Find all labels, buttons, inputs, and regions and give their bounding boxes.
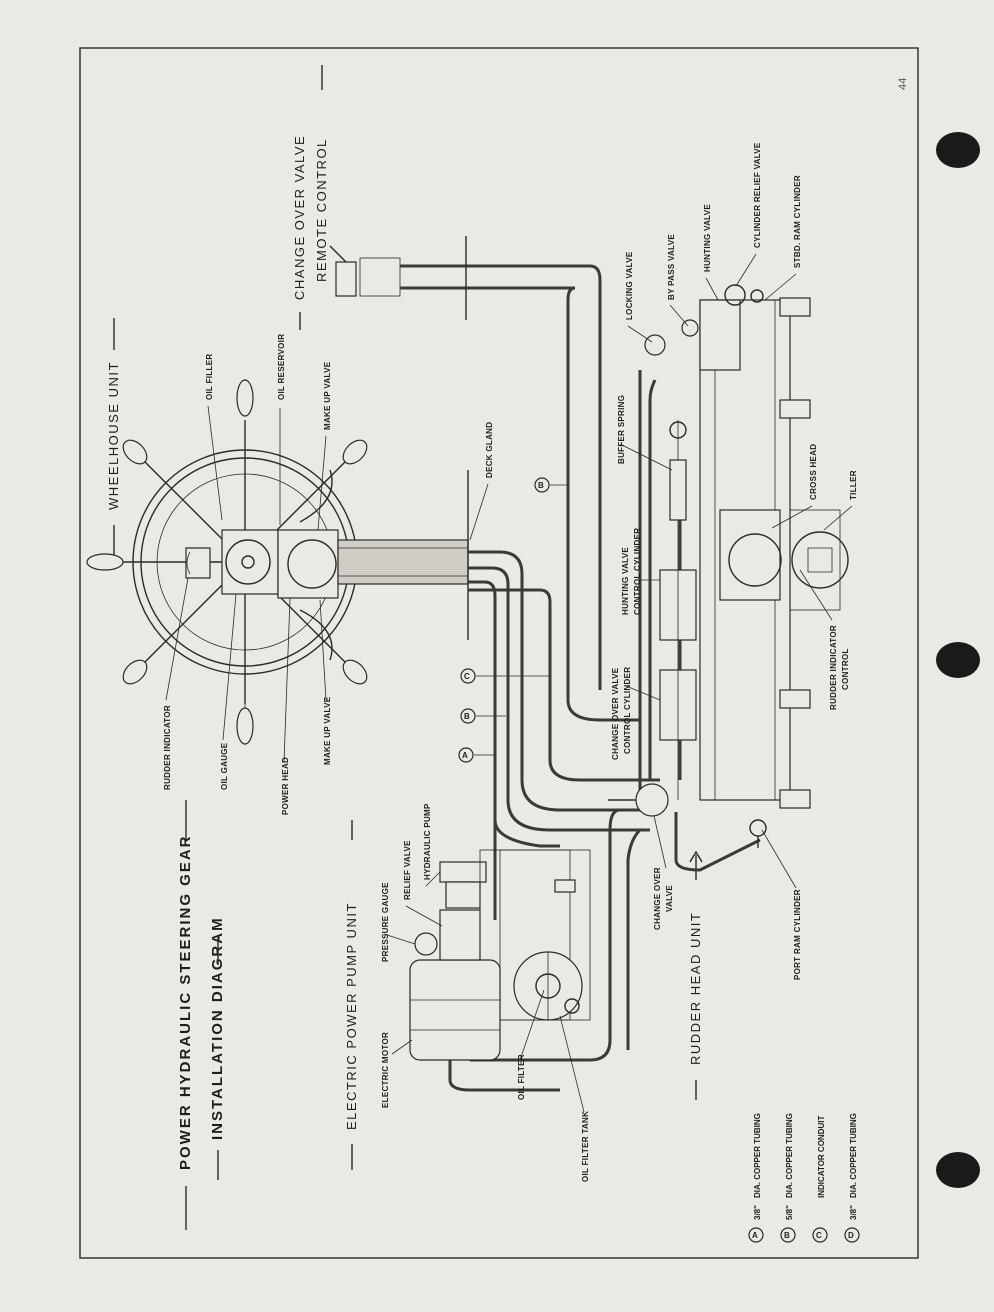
heading-change-over-line1: CHANGE OVER VALVE bbox=[292, 135, 307, 300]
label-pressure-gauge: PRESSURE GAUGE bbox=[381, 882, 390, 962]
border-frame bbox=[79, 47, 919, 1259]
label-tiller: TILLER bbox=[849, 470, 858, 500]
heading-change-over-line2: REMOTE CONTROL bbox=[314, 138, 329, 282]
svg-text:C: C bbox=[816, 1231, 822, 1240]
svg-text:DIA. COPPER TUBING: DIA. COPPER TUBING bbox=[849, 1113, 858, 1198]
label-oil-reservoir: OIL RESERVOIR bbox=[277, 334, 286, 400]
electric-power-pump bbox=[409, 849, 591, 1061]
title-block: POWER HYDRAULIC STEERING GEAR INSTALLATI… bbox=[177, 800, 226, 1230]
label-rudder-indicator-control-2: CONTROL bbox=[841, 648, 850, 690]
legend-item-a: A 3/8" DIA. COPPER TUBING bbox=[748, 1113, 764, 1243]
wheelhouse-pipes bbox=[337, 470, 469, 640]
svg-text:DIA. COPPER TUBING: DIA. COPPER TUBING bbox=[785, 1113, 794, 1198]
svg-text:3/8": 3/8" bbox=[849, 1205, 858, 1220]
label-stbd-ram-cylinder: STBD. RAM CYLINDER bbox=[793, 175, 802, 268]
label-make-up-valve-bottom: MAKE UP VALVE bbox=[323, 696, 332, 765]
heading-rudder-head-unit: RUDDER HEAD UNIT bbox=[688, 912, 703, 1065]
label-cross-head: CROSS HEAD bbox=[809, 444, 818, 500]
legend-item-d: D 3/8" DIA. COPPER TUBING bbox=[844, 1113, 860, 1243]
svg-text:3/8": 3/8" bbox=[753, 1205, 762, 1220]
label-rudder-indicator: RUDDER INDICATOR bbox=[163, 705, 172, 790]
svg-text:B: B bbox=[784, 1231, 790, 1240]
binder-holes bbox=[936, 132, 980, 1188]
label-oil-filter: OIL FILTER bbox=[517, 1054, 526, 1100]
label-change-over-valve-2: VALVE bbox=[665, 885, 674, 912]
label-electric-motor: ELECTRIC MOTOR bbox=[381, 1032, 390, 1108]
steering-wheel bbox=[86, 379, 368, 745]
svg-text:A: A bbox=[752, 1231, 758, 1240]
label-deck-gland: DECK GLAND bbox=[485, 422, 494, 478]
label-hydraulic-pump: HYDRAULIC PUMP bbox=[423, 803, 432, 880]
label-change-over-control-2: CONTROL CYLINDER bbox=[623, 667, 632, 754]
svg-text:DIA. COPPER TUBING: DIA. COPPER TUBING bbox=[753, 1113, 762, 1198]
title-line1: POWER HYDRAULIC STEERING GEAR bbox=[177, 834, 194, 1170]
heading-wheelhouse-unit: WHEELHOUSE UNIT bbox=[106, 361, 121, 510]
label-change-over-control-1: CHANGE OVER VALVE bbox=[611, 667, 620, 760]
tag-a: A bbox=[462, 751, 468, 760]
change-over-remote-control bbox=[329, 236, 590, 320]
heading-electric-power-pump-unit: ELECTRIC POWER PUMP UNIT bbox=[344, 902, 359, 1130]
part-labels: OIL FILLER OIL RESERVOIR MAKE UP VALVE R… bbox=[163, 142, 858, 1182]
page-number: 44 bbox=[897, 78, 909, 90]
tag-c: C bbox=[464, 672, 470, 681]
title-line2: INSTALLATION DIAGRAM bbox=[209, 916, 226, 1140]
label-oil-filter-tank: OIL FILTER TANK bbox=[581, 1111, 590, 1182]
legend: A 3/8" DIA. COPPER TUBING B 5/8" DIA. CO… bbox=[748, 1113, 860, 1243]
label-locking-valve: LOCKING VALVE bbox=[625, 251, 634, 320]
label-oil-filler: OIL FILLER bbox=[205, 354, 214, 400]
label-cylinder-relief-valve: CYLINDER RELIEF VALVE bbox=[753, 142, 762, 248]
label-relief-valve: RELIEF VALVE bbox=[403, 840, 412, 900]
label-make-up-valve-top: MAKE UP VALVE bbox=[323, 361, 332, 430]
label-oil-gauge: OIL GAUGE bbox=[220, 742, 229, 790]
label-by-pass-valve: BY PASS VALVE bbox=[667, 234, 676, 300]
legend-item-c: C INDICATOR CONDUIT bbox=[812, 1116, 828, 1243]
label-power-head: POWER HEAD bbox=[281, 757, 290, 815]
svg-text:INDICATOR CONDUIT: INDICATOR CONDUIT bbox=[817, 1116, 826, 1198]
svg-text:5/8": 5/8" bbox=[785, 1205, 794, 1220]
line-tags: A B C B bbox=[458, 477, 568, 763]
svg-text:D: D bbox=[848, 1231, 854, 1240]
label-change-over-valve-1: CHANGE OVER bbox=[653, 867, 662, 930]
label-hunting-valve-control-1: HUNTING VALVE bbox=[621, 547, 630, 615]
rudder-head-assembly bbox=[608, 284, 849, 848]
tag-b2: B bbox=[538, 481, 544, 490]
label-port-ram-cylinder: PORT RAM CYLINDER bbox=[793, 889, 802, 980]
legend-item-b: B 5/8" DIA. COPPER TUBING bbox=[780, 1113, 796, 1243]
label-hunting-valve: HUNTING VALVE bbox=[703, 204, 712, 272]
label-buffer-spring: BUFFER SPRING bbox=[617, 395, 626, 464]
label-rudder-indicator-control-1: RUDDER INDICATOR bbox=[829, 625, 838, 710]
tag-b: B bbox=[464, 712, 470, 721]
label-hunting-valve-control-2: CONTROL CYLINDER bbox=[633, 528, 642, 615]
